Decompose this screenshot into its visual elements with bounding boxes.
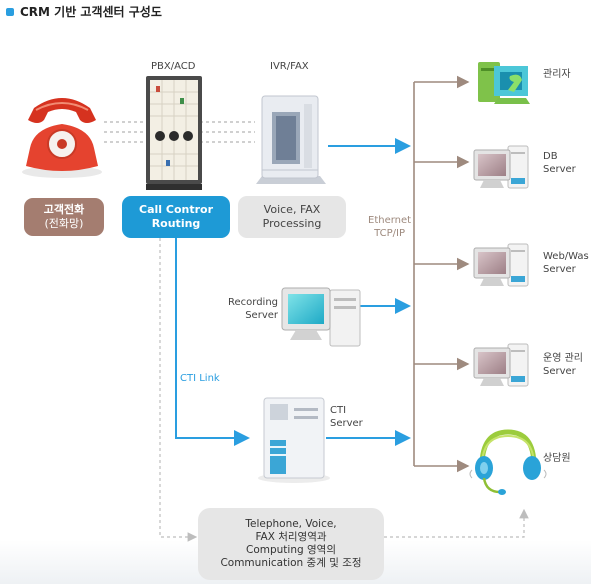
bottom-dashed-route	[159, 238, 529, 542]
web-was-line2: Server	[543, 264, 576, 275]
ethernet-bus	[413, 75, 470, 473]
customer-phone-box: 고객전화 (전화망)	[24, 198, 104, 236]
diagram-title: CRM 기반 고객센터 구성도	[6, 3, 162, 20]
ethernet-line1: Ethernet	[368, 215, 412, 226]
voice-fax-line1: Voice, FAX	[263, 203, 321, 216]
server-label-agent: 상담원	[543, 452, 571, 465]
call-control-box: Call Contror Routing	[122, 196, 230, 238]
cti-server-icon	[258, 397, 330, 483]
ethernet-label: Ethernet TCP/IP	[368, 214, 411, 240]
telephone-icon	[22, 98, 102, 178]
agent-line1: 상담원	[543, 453, 571, 464]
ivr-label: IVR/FAX	[270, 61, 309, 72]
recording-server-icon	[281, 287, 361, 347]
comm-line3: Computing 영역의	[246, 544, 336, 556]
admin-pc-icon	[478, 62, 530, 104]
server-label-db: DB Server	[543, 150, 576, 176]
call-control-line2: Routing	[151, 217, 201, 230]
recording-line1: Recording	[227, 297, 278, 308]
title-bullet-icon	[6, 7, 14, 16]
recording-label: Recording Server	[222, 296, 278, 322]
cti-server-label: CTI Server	[330, 404, 363, 430]
cti-link-label: CTI Link	[180, 373, 220, 384]
voice-fax-line2: Processing	[262, 217, 322, 230]
cti-server-line2: Server	[330, 418, 363, 429]
customer-box-line2: (전화망)	[44, 217, 84, 230]
db-line2: Server	[543, 164, 576, 175]
voice-fax-box: Voice, FAX Processing	[238, 196, 346, 238]
customer-box-line1: 고객전화	[43, 203, 85, 216]
ivr-server-icon	[256, 95, 326, 184]
db-server-icon	[473, 145, 529, 189]
web-was-server-icon	[473, 243, 529, 287]
comm-line1: Telephone, Voice,	[245, 518, 337, 530]
pbx-rack-icon	[146, 76, 202, 190]
pbx-label: PBX/ACD	[151, 61, 196, 72]
ethernet-line2: TCP/IP	[374, 228, 405, 239]
cti-server-line1: CTI	[330, 405, 347, 416]
communication-box: Telephone, Voice, FAX 처리영역과 Computing 영역…	[198, 508, 384, 580]
web-was-line1: Web/Was	[543, 251, 589, 262]
server-label-web-was: Web/Was Server	[543, 250, 589, 276]
recording-line2: Server	[245, 310, 278, 321]
title-text: CRM 기반 고객센터 구성도	[20, 5, 162, 19]
server-label-ops: 운영 관리 Server	[543, 352, 583, 378]
server-label-admin: 관리자	[543, 68, 571, 81]
ops-line1: 운영 관리	[543, 353, 583, 364]
admin-line1: 관리자	[543, 69, 571, 80]
comm-line2: FAX 처리영역과	[255, 531, 327, 543]
trunk-dashed-lines	[104, 121, 255, 143]
blue-connections	[175, 138, 411, 446]
db-line1: DB	[543, 151, 558, 162]
call-control-line1: Call Contror	[139, 203, 213, 216]
ops-line2: Server	[543, 366, 576, 377]
comm-line4: Communication 중계 및 조정	[220, 557, 362, 569]
ops-server-icon	[473, 343, 529, 387]
headset-icon	[469, 429, 547, 495]
